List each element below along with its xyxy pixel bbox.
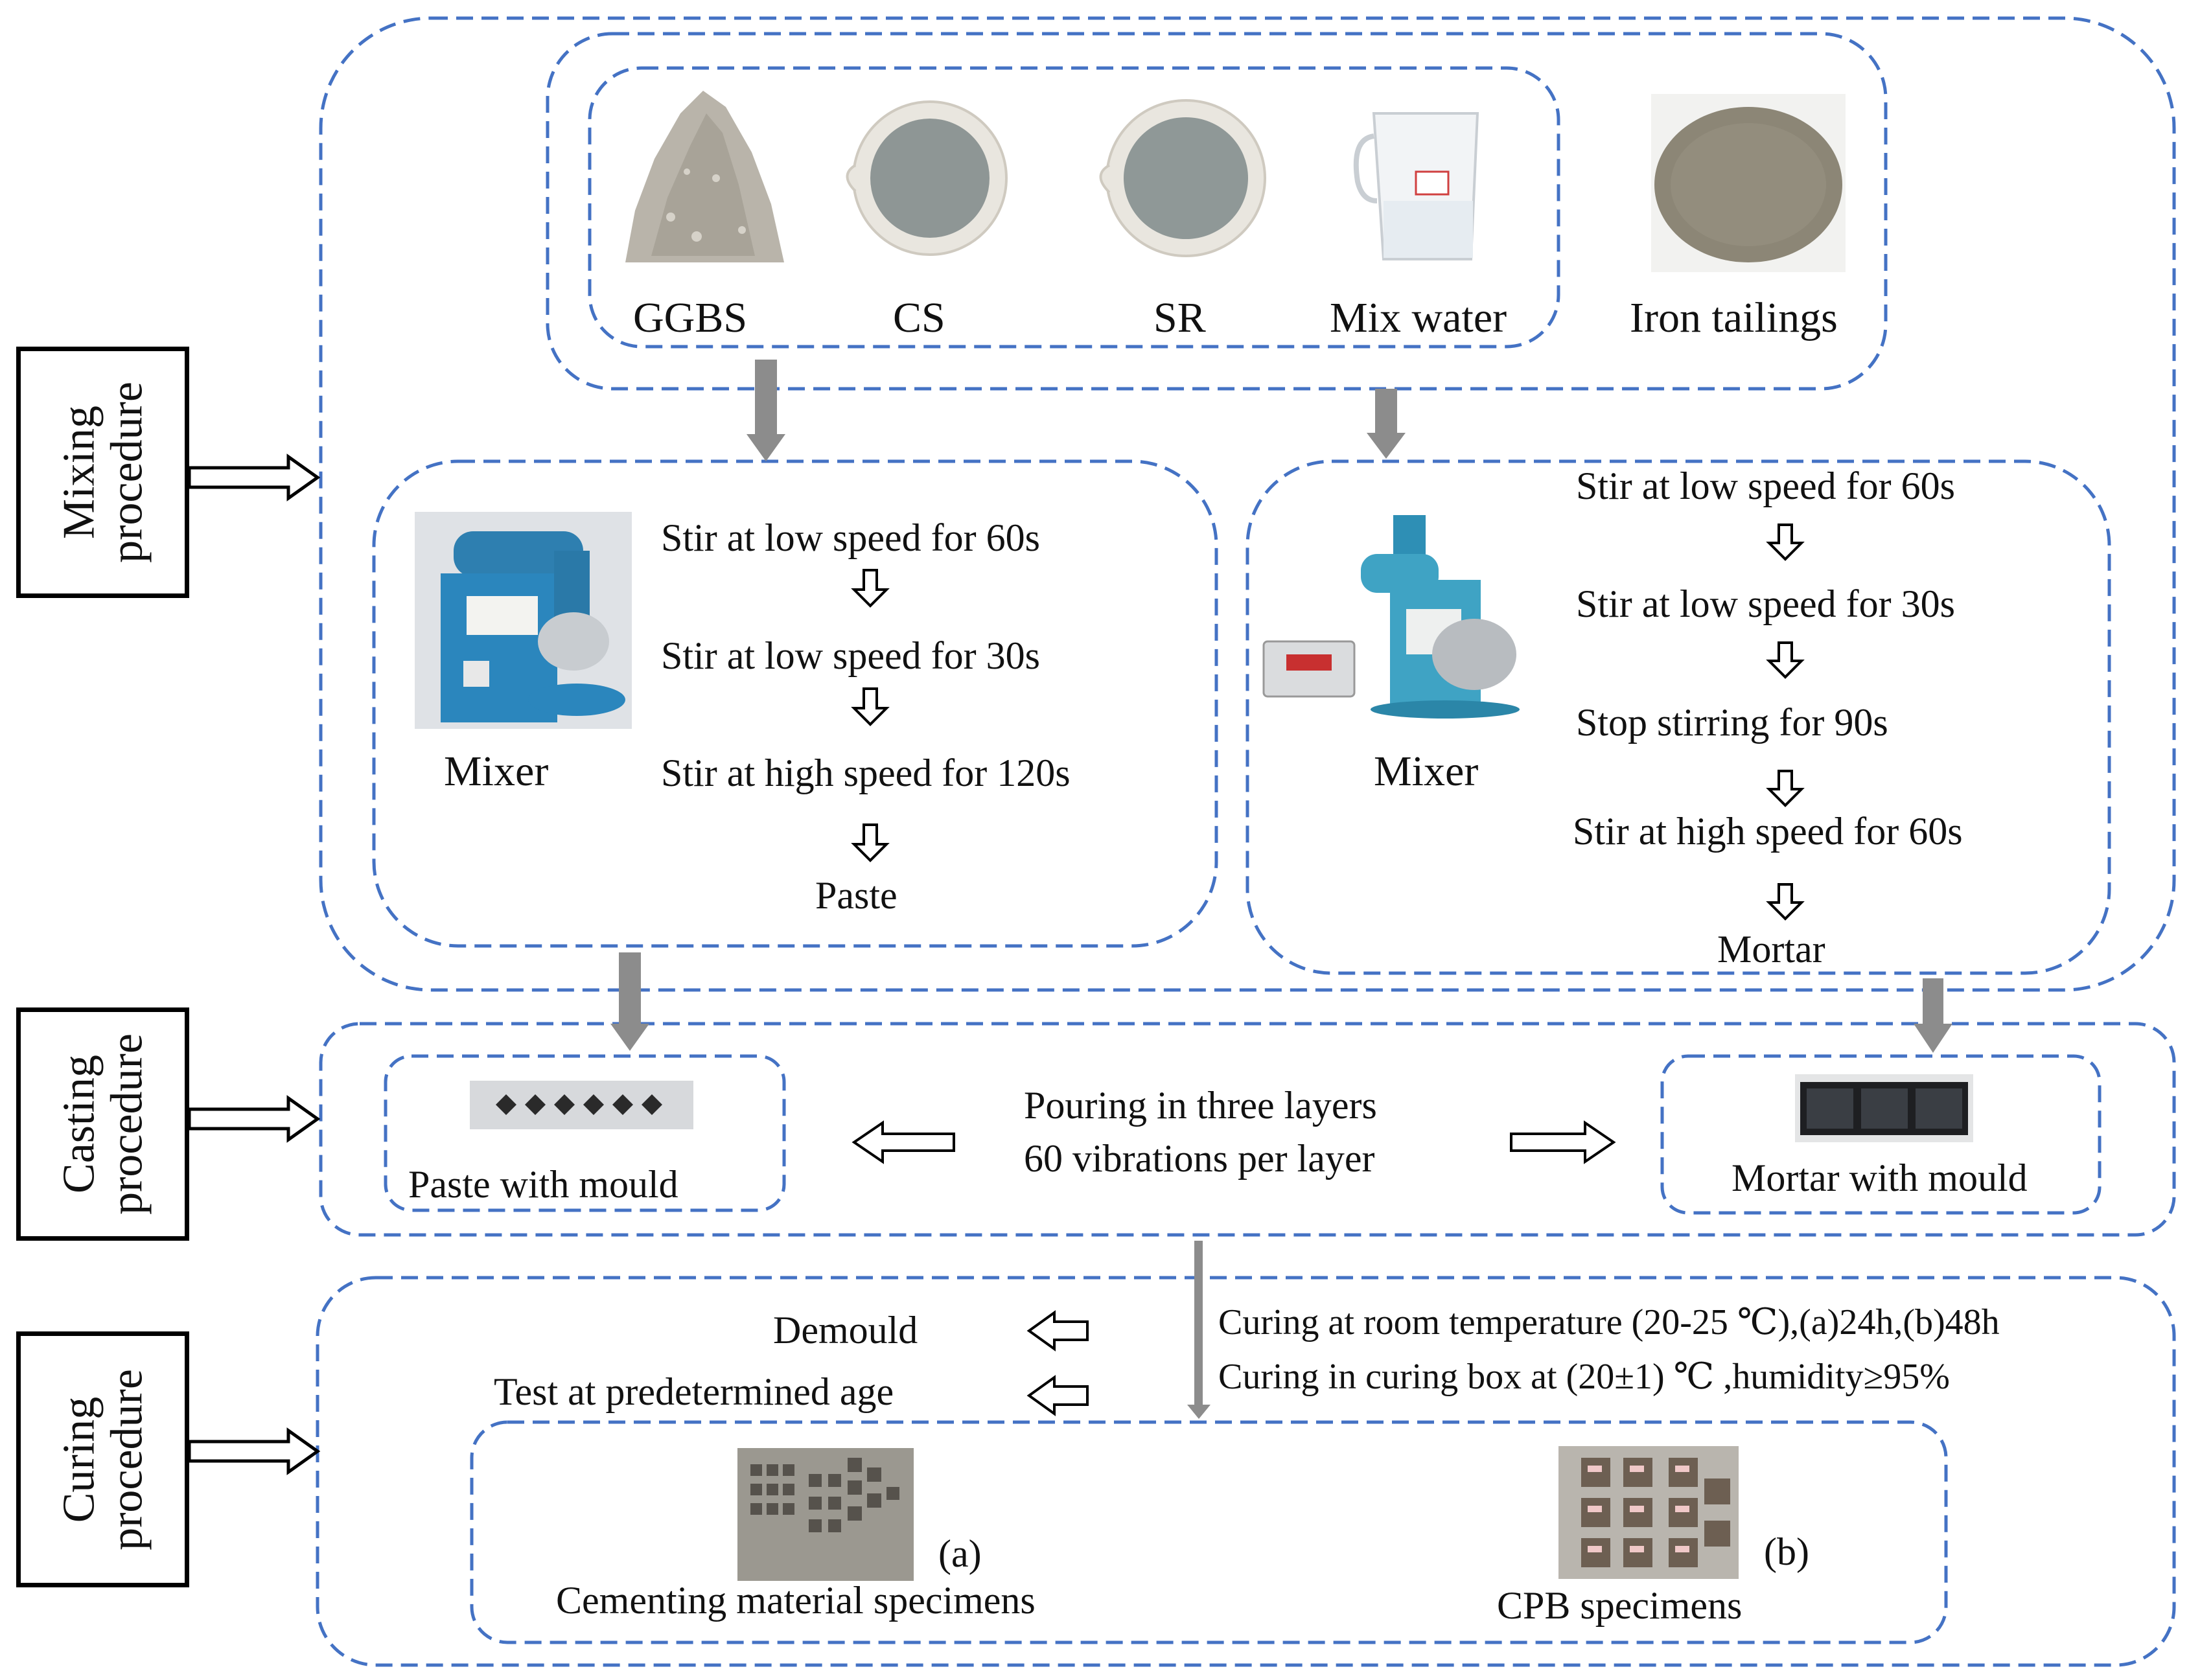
demould-label: Demould (773, 1309, 918, 1352)
paste-result: Paste (815, 874, 898, 917)
mortar-step-arrows (1766, 524, 1805, 921)
paste-mould-label: Paste with mould (408, 1163, 678, 1206)
pouring-line-1: Pouring in three layers (1024, 1084, 1377, 1127)
mortar-mixer-image (1262, 515, 1520, 719)
arrow-test (1026, 1375, 1089, 1416)
paste-step-1: Stir at low speed for 60s (661, 516, 1040, 559)
mortar-mould-label: Mortar with mould (1732, 1156, 2028, 1199)
arrow-demould (1026, 1310, 1089, 1352)
horizontal-hollow-arrows (851, 1120, 1616, 1416)
arrow-tailings-to-mortar-mixer (1367, 389, 1406, 459)
paste-down-arrow-2 (851, 687, 890, 726)
paste-down-arrow-3 (851, 823, 890, 862)
paste-mixer-image (415, 512, 632, 729)
iron-tailings-image (1651, 94, 1846, 272)
casting-procedure-label: Casting procedure (54, 1033, 152, 1215)
mixing-procedure-label: Mixing procedure (54, 382, 152, 563)
arrow-mortar-to-mould (1914, 978, 1952, 1053)
mortar-down-arrow-2 (1766, 641, 1805, 679)
paste-mixer-frame (372, 459, 1218, 948)
pouring-line-2: 60 vibrations per layer (1024, 1137, 1375, 1180)
mortar-step-2: Stir at low speed for 30s (1576, 582, 1955, 625)
sr-label: SR (1153, 294, 1206, 341)
sr-dish-image (1099, 99, 1266, 257)
side-hollow-arrows (187, 454, 321, 1475)
paste-down-arrow-1 (851, 569, 890, 608)
mortar-step-4: Stir at high speed for 60s (1573, 810, 1963, 853)
ggbs-powder-image (625, 91, 784, 262)
room-curing-label: Curing at room temperature (20-25 ℃),(a)… (1218, 1302, 2000, 1342)
arrow-binders-to-paste-mixer (747, 360, 785, 461)
mortar-down-arrow-1 (1766, 524, 1805, 561)
curing-group-frame (316, 1276, 2176, 1667)
mortar-mould-image (1795, 1074, 1973, 1142)
arrow-paste-to-mould (610, 952, 649, 1051)
casting-procedure-box: Casting procedure (16, 1007, 189, 1241)
mortar-mixer-label: Mixer (1374, 748, 1479, 795)
mixing-group-frame (319, 16, 2176, 992)
curing-procedure-label: Curing procedure (54, 1368, 152, 1550)
specimen-a-tag: (a) (938, 1532, 982, 1575)
paste-mould-image (470, 1081, 693, 1129)
arrow-pour-right (1510, 1120, 1616, 1164)
paste-mixer-label: Mixer (444, 748, 549, 795)
raw-materials-frame (546, 32, 1888, 391)
mortar-step-3: Stop stirring for 90s (1576, 701, 1888, 744)
specimen-b-tag: (b) (1764, 1530, 1809, 1573)
arrow-curing-label (187, 1427, 321, 1475)
cpb-specimens-image (1558, 1446, 1739, 1579)
mortar-result: Mortar (1717, 928, 1825, 971)
specimen-a-label: Cementing material specimens (556, 1579, 1036, 1622)
binder-materials-frame (588, 66, 1560, 349)
cementing-specimens-image (737, 1448, 914, 1581)
cs-dish-image (846, 100, 1008, 256)
mixing-procedure-box: Mixing procedure (16, 347, 189, 598)
gray-arrows (610, 360, 1952, 1419)
mortar-step-1: Stir at low speed for 60s (1576, 465, 1955, 507)
specimen-b-label: CPB specimens (1497, 1584, 1743, 1627)
test-age-label: Test at predetermined age (494, 1370, 894, 1413)
curing-procedure-box: Curing procedure (16, 1331, 189, 1587)
mortar-mould-frame (1660, 1054, 2102, 1215)
arrow-pour-left (851, 1120, 955, 1164)
mix-water-label: Mix water (1330, 294, 1507, 341)
casting-group-frame (319, 1022, 2176, 1237)
paste-step-2: Stir at low speed for 30s (661, 634, 1040, 677)
arrow-mixing-label (187, 454, 321, 501)
specimens-frame (470, 1420, 1948, 1644)
mortar-down-arrow-4 (1766, 883, 1805, 921)
cs-label: CS (893, 294, 945, 341)
arrow-casting-label (187, 1095, 321, 1143)
iron-tailings-label: Iron tailings (1630, 294, 1838, 341)
paste-step-3: Stir at high speed for 120s (661, 752, 1071, 794)
paste-step-arrows (851, 569, 890, 862)
ggbs-label: GGBS (633, 294, 748, 341)
arrow-casting-to-specimens (1187, 1241, 1210, 1419)
mix-water-beaker-image (1353, 112, 1479, 260)
paste-mould-frame (384, 1054, 786, 1212)
box-curing-label: Curing in curing box at (20±1) ℃ ,humidi… (1218, 1357, 1950, 1397)
mortar-down-arrow-3 (1766, 770, 1805, 807)
mortar-mixer-frame (1245, 459, 2111, 975)
